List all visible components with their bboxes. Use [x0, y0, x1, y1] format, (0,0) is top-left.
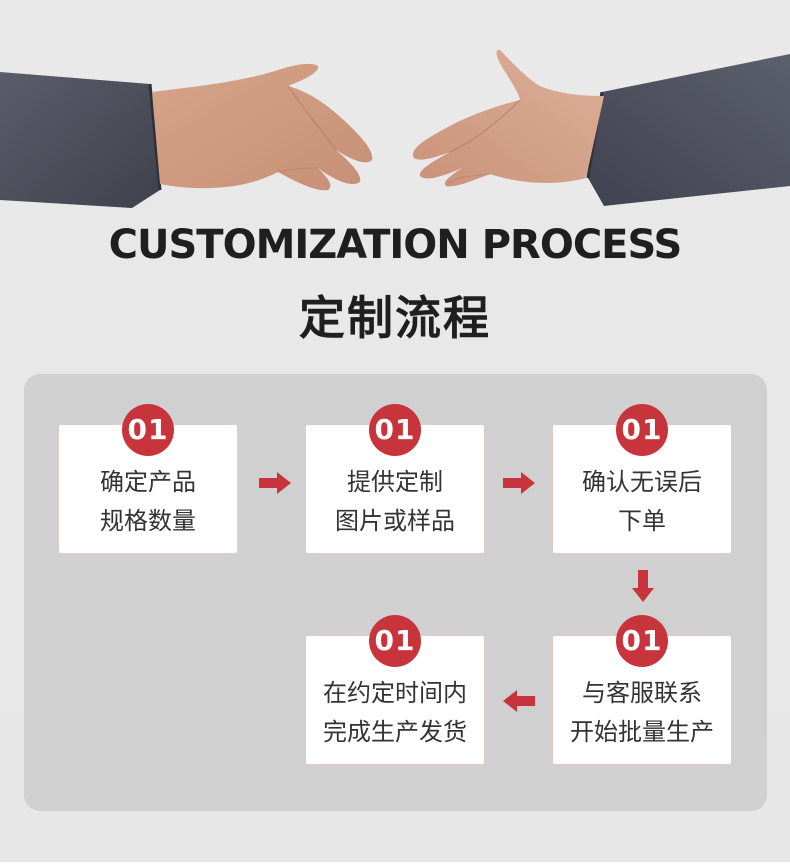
step-2-line-2: 图片或样品 — [335, 507, 455, 535]
step-4-line-2: 开始批量生产 — [570, 718, 714, 746]
bottom-divider — [0, 862, 790, 867]
left-hand — [152, 63, 373, 191]
step-4-text: 与客服联系 开始批量生产 — [553, 674, 731, 752]
step-1-line-1: 确定产品 — [100, 468, 196, 496]
step-5-line-2: 完成生产发货 — [323, 718, 467, 746]
right-sleeve — [586, 54, 790, 206]
page-title-chinese: 定制流程 — [299, 291, 491, 345]
page-title-english: CUSTOMIZATION PROCESS — [108, 222, 683, 268]
step-3-line-1: 确认无误后 — [582, 468, 702, 496]
step-1-line-2: 规格数量 — [100, 507, 196, 535]
left-sleeve — [0, 72, 162, 208]
step-2-number-badge: 01 — [369, 404, 421, 456]
step-1-number-badge: 01 — [122, 404, 174, 456]
step-2-line-1: 提供定制 — [347, 468, 443, 496]
step-3-number-badge: 01 — [616, 404, 668, 456]
arrow-left-icon — [503, 690, 535, 712]
arrow-right-icon — [503, 472, 535, 494]
right-hand — [412, 49, 604, 187]
arrow-right-icon — [259, 472, 291, 494]
arrow-down-icon — [632, 570, 654, 602]
step-4-line-1: 与客服联系 — [582, 679, 702, 707]
step-5-line-1: 在约定时间内 — [323, 679, 467, 707]
step-3-text: 确认无误后 下单 — [553, 463, 731, 541]
step-5-text: 在约定时间内 完成生产发货 — [306, 674, 484, 752]
step-3-line-2: 下单 — [618, 507, 666, 535]
step-2-text: 提供定制 图片或样品 — [306, 463, 484, 541]
step-card-4: 与客服联系 开始批量生产 — [552, 635, 732, 765]
step-1-text: 确定产品 规格数量 — [59, 463, 237, 541]
step-4-number-badge: 01 — [616, 615, 668, 667]
step-5-number-badge: 01 — [369, 615, 421, 667]
handshake-hero-image — [0, 0, 790, 230]
